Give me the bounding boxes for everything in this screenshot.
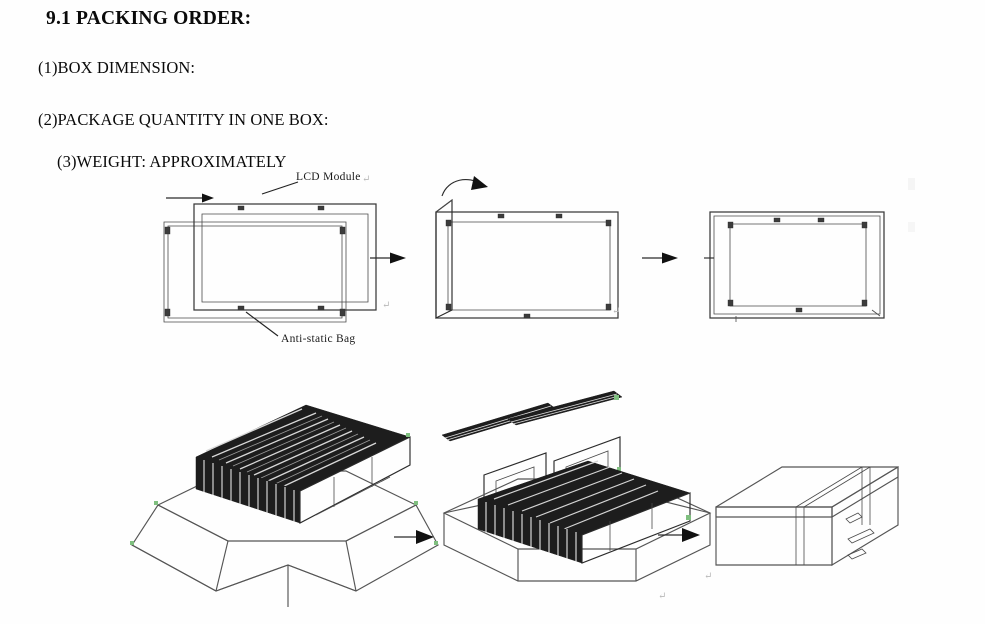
list-item-package-quantity: (2)PACKAGE QUANTITY IN ONE BOX: [38, 110, 329, 129]
list-item-weight: (3)WEIGHT: APPROXIMATELY [57, 152, 287, 171]
fold-arrow-icon [441, 176, 488, 197]
pilcrow-mark: ↵ [362, 174, 370, 185]
scan-artifact [908, 178, 915, 190]
page-title: 9.1 PACKING ORDER: [46, 8, 252, 29]
label-lcd-module: LCD Module [296, 171, 361, 183]
bagging-step-2: ↵ [435, 176, 620, 319]
bagging-step-3 [704, 211, 885, 322]
bagging-step-1 [163, 181, 377, 337]
carton-step-3: ↵ [704, 465, 899, 582]
insertion-arrow-icon [166, 193, 214, 203]
carton-step-1 [130, 404, 439, 607]
pilcrow-mark: ↵ [658, 591, 666, 602]
figure-bagging-sequence: LCD Module Anti-static Bag ↵ ↵ [150, 170, 890, 370]
list-item-box-dimension: (1)BOX DIMENSION: [38, 58, 196, 77]
pilcrow-mark: ↵ [612, 306, 620, 317]
figure-carton-sequence: ↵ [120, 390, 910, 610]
cushion-strips [441, 390, 623, 442]
sequence-arrow-2-icon [642, 252, 678, 264]
sequence-arrow-1-icon [370, 252, 406, 264]
label-anti-static-bag: Anti-static Bag [281, 333, 355, 345]
carton-sequence-arrow-2-icon [658, 528, 700, 542]
scan-artifact [908, 222, 915, 232]
pilcrow-mark: ↵ [704, 571, 712, 582]
carton-step-2: ↵ [441, 390, 712, 602]
carton-sequence-arrow-1-icon [394, 530, 434, 544]
module-stack [195, 404, 411, 524]
pilcrow-mark: ↵ [382, 300, 390, 311]
